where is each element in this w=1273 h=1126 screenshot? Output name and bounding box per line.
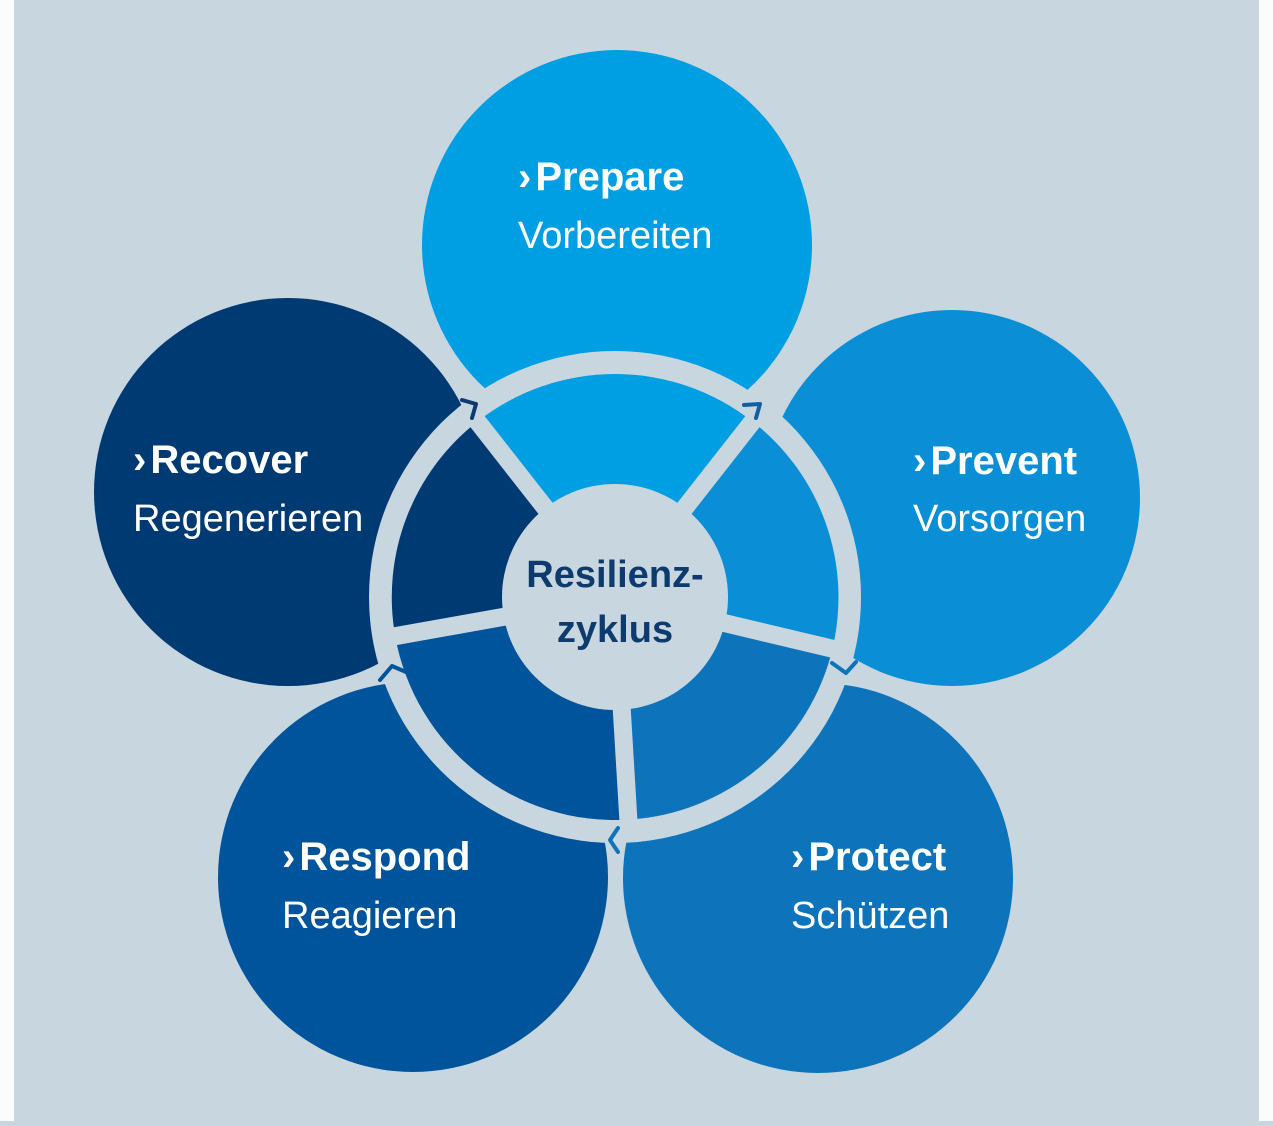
petal-prepare	[422, 50, 812, 440]
cycle-direction-arrows	[378, 398, 858, 854]
chevron-right-icon: ›	[282, 835, 295, 879]
label-respond: ›Respond Reagieren	[282, 835, 470, 937]
phase-subtitle-respond: Reagieren	[282, 895, 457, 937]
phase-title-recover: ›Recover	[133, 438, 308, 482]
chevron-right-icon: ›	[913, 439, 926, 483]
chevron-arrow-icon	[608, 826, 620, 854]
chevron-arrow-icon	[742, 402, 762, 420]
chevron-right-icon: ›	[791, 835, 804, 879]
right-border	[1259, 0, 1273, 1121]
center-title-line2: zyklus	[557, 609, 673, 651]
chevron-arrow-icon	[378, 664, 408, 682]
phase-subtitle-recover: Regenerieren	[133, 498, 363, 540]
phase-title-prevent: ›Prevent	[913, 439, 1077, 483]
label-protect: ›Protect Schützen	[791, 835, 949, 937]
chevron-right-icon: ›	[133, 438, 146, 482]
chevron-arrow-icon	[460, 398, 478, 420]
phase-subtitle-prepare: Vorbereiten	[518, 215, 712, 257]
label-recover: ›Recover Regenerieren	[133, 438, 363, 540]
chevron-right-icon: ›	[518, 155, 531, 199]
phase-title-protect: ›Protect	[791, 835, 946, 879]
phase-subtitle-protect: Schützen	[791, 895, 949, 937]
phase-subtitle-prevent: Vorsorgen	[913, 498, 1086, 540]
label-prepare: ›Prepare Vorbereiten	[518, 155, 712, 257]
center-title-line1: Resilienz-	[526, 554, 703, 596]
center-hub	[502, 484, 728, 710]
phase-title-prepare: ›Prepare	[518, 155, 684, 199]
chevron-arrow-icon	[830, 660, 858, 675]
label-prevent: ›Prevent Vorsorgen	[913, 439, 1086, 540]
left-border	[0, 0, 14, 1121]
phase-title-respond: ›Respond	[282, 835, 470, 879]
